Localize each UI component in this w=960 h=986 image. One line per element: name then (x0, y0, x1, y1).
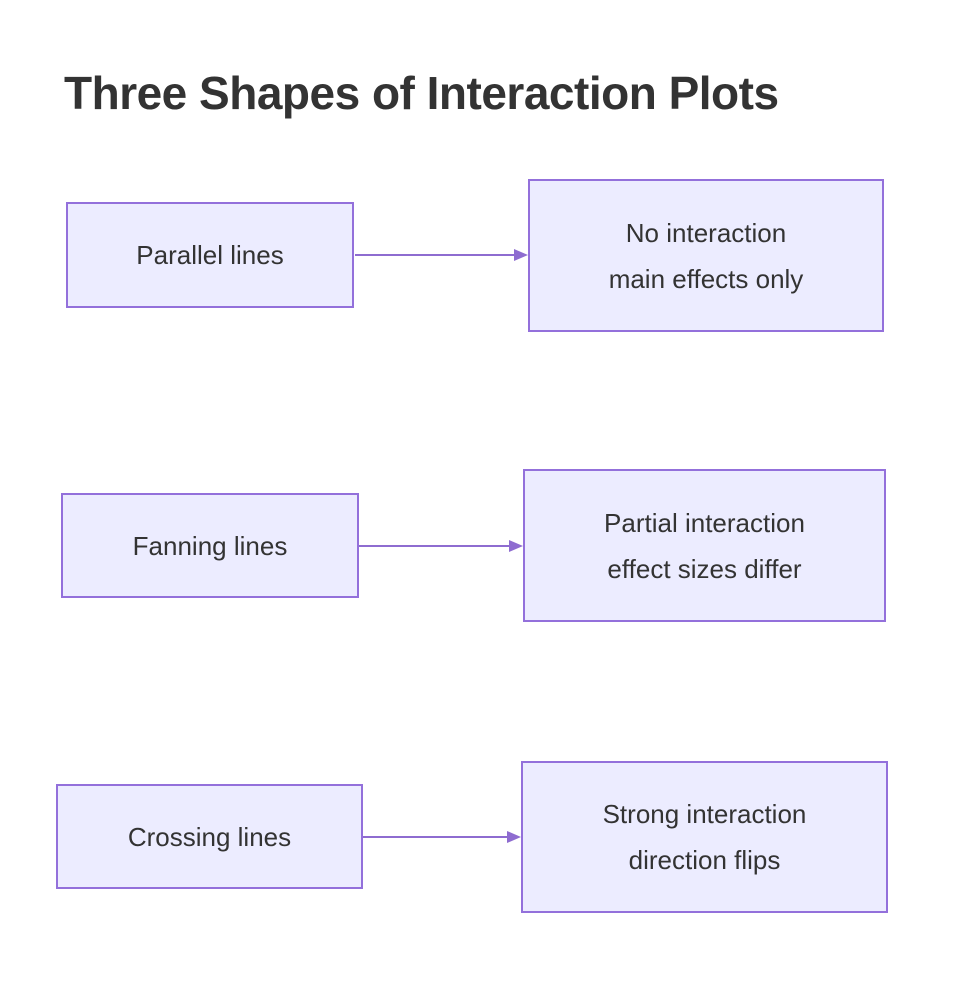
node-no-interaction: No interaction main effects only (528, 179, 884, 332)
node-label-line1: Strong interaction (602, 799, 807, 829)
node-crossing-lines: Crossing lines (56, 784, 363, 889)
edge-line-row1 (355, 254, 514, 256)
node-fanning-lines: Fanning lines (61, 493, 359, 598)
node-strong-interaction: Strong interaction direction flips (521, 761, 888, 913)
node-label: Crossing lines (127, 821, 292, 852)
node-label-line2: effect sizes differ (607, 553, 802, 584)
node-label-line2: main effects only (608, 263, 804, 294)
node-label-line1: No interaction (625, 217, 787, 248)
arrowhead-icon (507, 831, 521, 843)
node-label: Parallel lines (136, 240, 284, 270)
arrowhead-icon (514, 249, 528, 261)
node-label-line1: Partial interaction (604, 507, 805, 538)
node-label-line2: direction flips (628, 845, 781, 875)
edge-line-row2 (359, 545, 509, 547)
diagram-title: Three Shapes of Interaction Plots (64, 67, 779, 119)
node-label: Fanning lines (132, 530, 288, 561)
node-parallel-lines: Parallel lines (66, 202, 354, 308)
arrowhead-icon (509, 540, 523, 552)
node-partial-interaction: Partial interaction effect sizes differ (523, 469, 886, 622)
edge-line-row3 (363, 836, 507, 838)
